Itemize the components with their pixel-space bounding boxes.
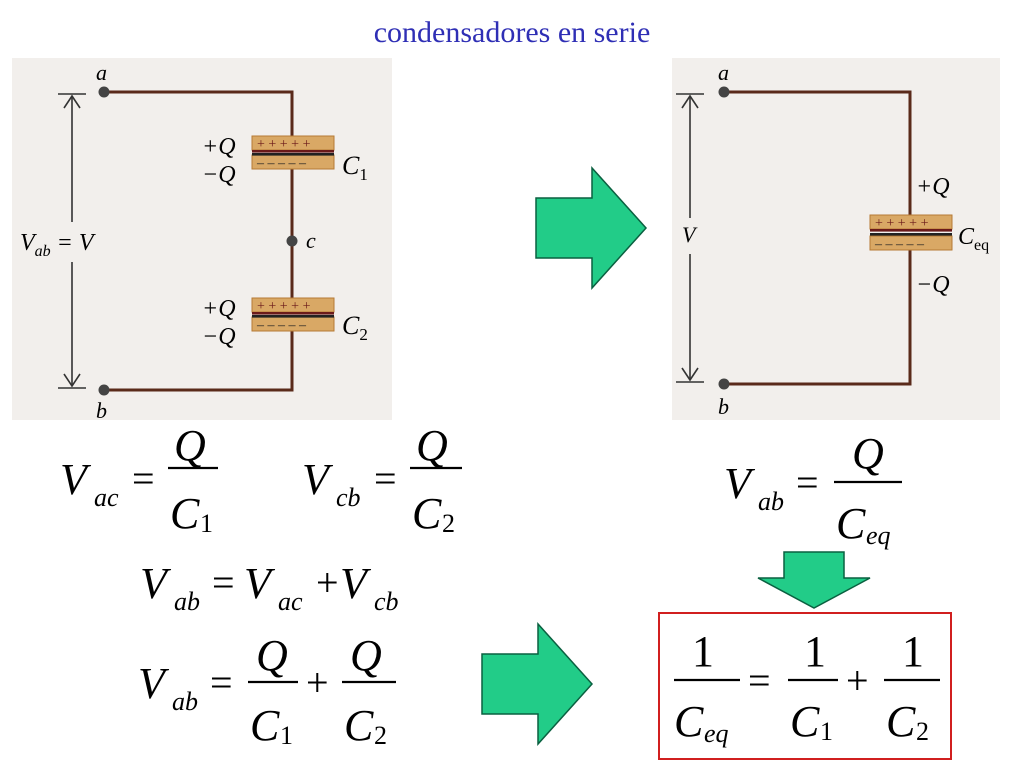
svg-text:1: 1 [200, 509, 213, 538]
svg-text:eq: eq [866, 521, 891, 550]
circuit-wires [104, 90, 294, 392]
equation-result: 1 C eq = 1 C 1 + 1 C 2 [668, 624, 948, 754]
svg-text:eq: eq [704, 719, 729, 748]
svg-text:2: 2 [916, 717, 929, 746]
node-c [286, 235, 298, 247]
svg-text:ac: ac [278, 587, 303, 616]
svg-text:1: 1 [820, 717, 833, 746]
equivalent-circuit-figure: a b V + + + + + – – – – – +Q −Q Ceq [672, 58, 1000, 420]
series-circuit-figure: a b c Vab= V + + + + + – – – – – +Q −Q C… [12, 58, 392, 420]
svg-text:C: C [170, 489, 200, 538]
terminal-b [718, 378, 730, 390]
svg-text:Q: Q [416, 421, 448, 470]
svg-text:Q: Q [174, 421, 206, 470]
svg-text:C: C [412, 489, 442, 538]
node-c-label: c [306, 228, 316, 253]
c2-minus-signs: – – – – – [256, 318, 307, 333]
svg-text:ab: ab [172, 687, 198, 716]
svg-text:+: + [316, 560, 339, 605]
svg-text:1: 1 [804, 627, 826, 676]
svg-text:=: = [210, 660, 233, 705]
svg-text:=: = [374, 456, 397, 501]
node-a-label: a [96, 60, 107, 85]
equation-vab-q: V ab = Q C 1 + Q C 2 [138, 628, 418, 758]
voltage-label: Vab= V [20, 230, 96, 260]
svg-text:V: V [140, 559, 172, 608]
c1-label: C1 [342, 151, 368, 184]
equation-vab-sum: V ab = V ac + V cb [140, 559, 410, 620]
ceq-minus-q: −Q [916, 272, 950, 298]
svg-text:+: + [306, 660, 329, 705]
node-a-label: a [718, 60, 729, 85]
svg-text:=: = [748, 658, 771, 703]
terminal-a [718, 86, 730, 98]
svg-text:Q: Q [852, 429, 884, 478]
c2-plus-q: +Q [202, 296, 236, 322]
equation-vcb: V cb = Q C 2 [302, 418, 472, 538]
ceq-plus-q: +Q [916, 174, 950, 200]
capacitor-c2: + + + + + – – – – – +Q −Q C2 [202, 296, 368, 350]
c1-plus-q: +Q [202, 134, 236, 160]
down-arrow [756, 550, 872, 612]
equation-vac: V ac = Q C 1 [60, 418, 230, 538]
svg-text:=: = [132, 456, 155, 501]
capacitor-ceq: + + + + + – – – – – +Q −Q Ceq [869, 174, 989, 298]
capacitor-c1: + + + + + – – – – – +Q −Q C1 [202, 134, 368, 188]
slide-title: condensadores en serie [373, 16, 651, 49]
c2-plus-signs: + + + + + [257, 299, 311, 314]
svg-text:C: C [790, 697, 820, 746]
c1-minus-q: −Q [202, 162, 236, 188]
svg-text:V: V [302, 455, 334, 504]
svg-text:cb: cb [336, 483, 361, 512]
c1-minus-signs: – – – – – [256, 156, 307, 171]
svg-text:V: V [340, 559, 372, 608]
svg-text:=: = [212, 560, 235, 605]
terminal-b [98, 384, 110, 396]
svg-text:+: + [846, 658, 869, 703]
c1-plus-signs: + + + + + [257, 137, 311, 152]
svg-text:ac: ac [94, 483, 119, 512]
node-b-label: b [96, 398, 107, 420]
svg-text:cb: cb [374, 587, 399, 616]
svg-text:ab: ab [174, 587, 200, 616]
terminal-a [98, 86, 110, 98]
svg-text:C: C [886, 697, 916, 746]
figure-background [12, 58, 392, 420]
node-b-label: b [718, 394, 729, 419]
voltage-label: V [682, 222, 698, 247]
result-box [658, 612, 952, 760]
svg-text:Q: Q [256, 631, 288, 680]
svg-text:ab: ab [758, 487, 784, 516]
svg-text:1: 1 [280, 721, 293, 750]
svg-text:V: V [724, 459, 756, 508]
svg-text:1: 1 [692, 627, 714, 676]
circuit-wires [724, 90, 912, 386]
ceq-plus-signs: + + + + + [875, 216, 929, 231]
c2-minus-q: −Q [202, 324, 236, 350]
right-arrow-bottom [480, 622, 596, 746]
right-arrow-top [534, 166, 650, 290]
svg-text:C: C [836, 499, 866, 548]
svg-text:C: C [344, 701, 374, 750]
equation-vab-ceq: V ab = Q C eq [724, 426, 914, 556]
voltage-arrow [58, 93, 86, 389]
svg-text:V: V [60, 455, 92, 504]
svg-text:2: 2 [442, 509, 455, 538]
svg-text:1: 1 [902, 627, 924, 676]
svg-text:=: = [796, 460, 819, 505]
svg-text:2: 2 [374, 721, 387, 750]
svg-text:V: V [244, 559, 276, 608]
ceq-label: Ceq [958, 224, 989, 254]
voltage-arrow [676, 93, 704, 383]
svg-text:V: V [138, 659, 170, 708]
ceq-minus-signs: – – – – – [874, 237, 925, 252]
c2-label: C2 [342, 311, 368, 344]
svg-text:Q: Q [350, 631, 382, 680]
svg-text:C: C [674, 697, 704, 746]
svg-text:C: C [250, 701, 280, 750]
